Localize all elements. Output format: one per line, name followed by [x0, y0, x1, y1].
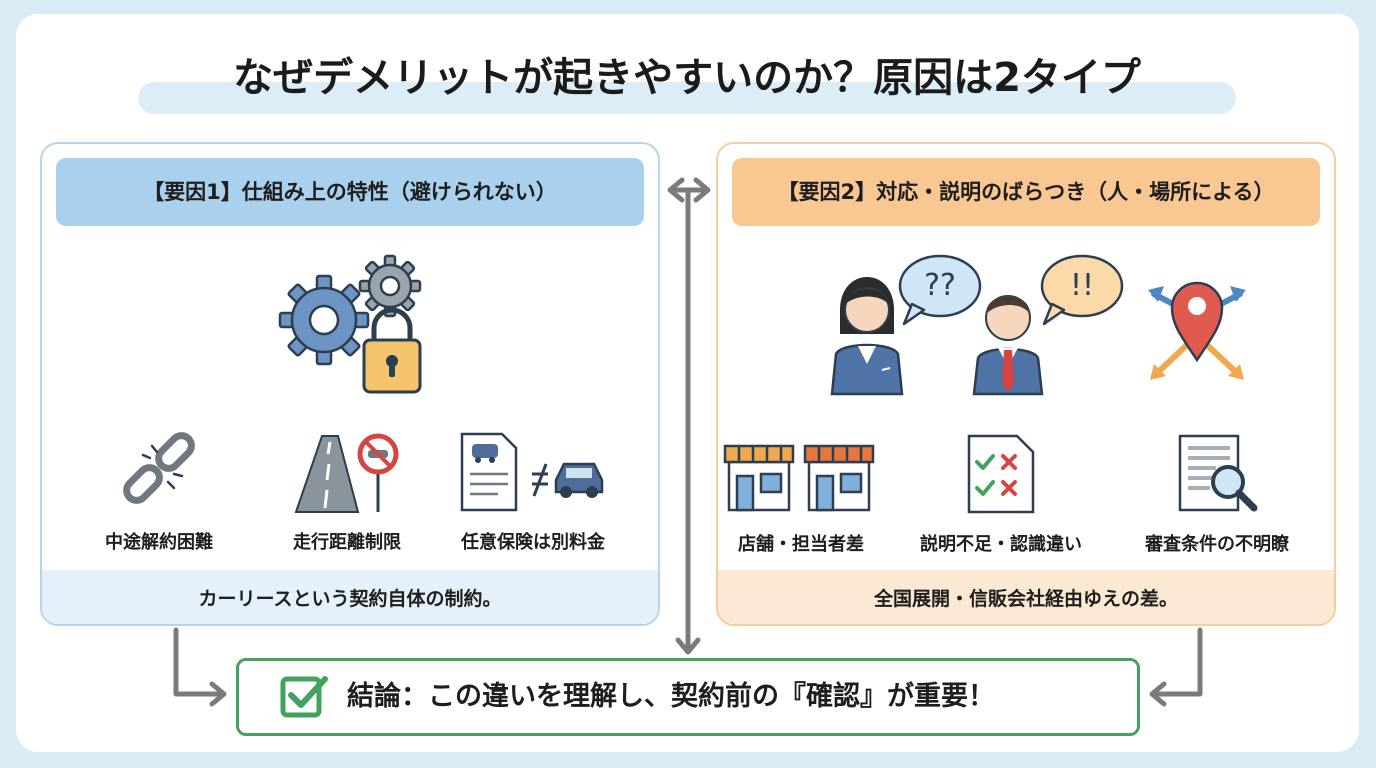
broken-chain-icon	[123, 432, 195, 504]
factor1-item-1-label: 中途解約困難	[105, 532, 213, 553]
factor2-item-2: 説明不足・認識違い	[906, 432, 1096, 556]
factor1-item-3: 任意保険は別料金	[438, 430, 628, 554]
factor2-item-3-label: 審査条件の不明瞭	[1145, 534, 1289, 555]
exclaim-bubble-text: !!	[1069, 268, 1095, 303]
shops-icon	[723, 444, 875, 512]
factor2-item-1: 店舗・担当者差	[718, 432, 896, 556]
gear-lock-icon	[278, 254, 422, 394]
road-limit-icon	[294, 433, 399, 513]
factor1-heading: 【要因1】仕組み上の特性（避けられない）	[56, 158, 644, 226]
document-search-icon	[1178, 434, 1258, 512]
factor1-item-1: 中途解約困難	[64, 430, 254, 554]
checklist-icon	[967, 434, 1035, 514]
factor1-item-2: 走行距離制限	[252, 430, 442, 554]
factor2-item-2-label: 説明不足・認識違い	[920, 534, 1082, 555]
factor2-panel: 【要因2】対応・説明のばらつき（人・場所による）	[716, 142, 1336, 626]
factor1-item-3-label: 任意保険は別料金	[461, 532, 605, 553]
page-title: なぜデメリットが起きやすいのか？原因は2タイプ	[233, 55, 1141, 101]
checkbox-check-icon	[280, 676, 328, 718]
title-highlight	[138, 82, 1236, 114]
factor1-item-2-label: 走行距離制限	[293, 532, 401, 553]
factor1-panel: 【要因1】仕組み上の特性（避けられない）	[40, 142, 660, 626]
insurance-doc-icon	[460, 432, 604, 512]
factor2-item-3: 審査条件の不明瞭	[1122, 432, 1312, 556]
conclusion-box: 結論：この違いを理解し、契約前の『確認』が重要！	[236, 658, 1140, 736]
factor2-item-1-label: 店舗・担当者差	[738, 534, 864, 555]
factor2-heading: 【要因2】対応・説明のばらつき（人・場所による）	[732, 158, 1320, 226]
factor1-footer: カーリースという契約自体の制約。	[42, 570, 658, 624]
factor2-footer: 全国展開・信販会社経由ゆえの差。	[718, 570, 1334, 624]
staff-people-icon	[830, 254, 1246, 396]
conclusion-text: 結論：この違いを理解し、契約前の『確認』が重要！	[347, 681, 995, 712]
question-bubble-text: ??	[924, 268, 956, 303]
